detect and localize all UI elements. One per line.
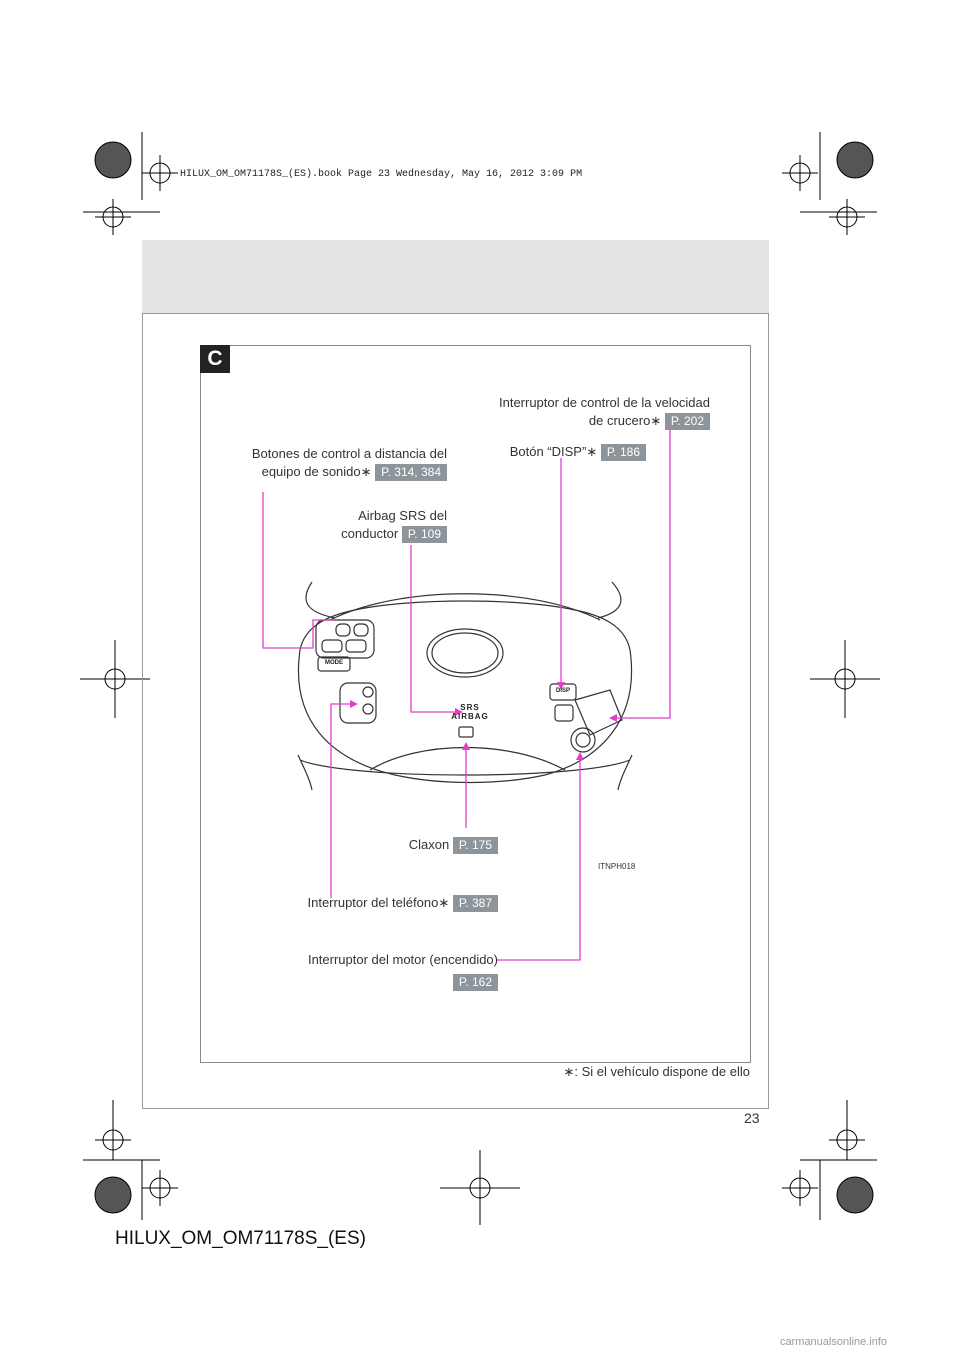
mode-button-label: MODE — [325, 660, 343, 666]
page-ref-airbag: P. 109 — [401, 526, 447, 544]
callout-engine-switch: Interruptor del motor (encendido) P. 162 — [307, 952, 498, 992]
airbag-label: AIRBAG — [451, 712, 489, 721]
page-ref-cruise-control: P. 202 — [664, 413, 710, 431]
page-ref-engine: P. 162 — [452, 974, 498, 992]
page-ref-horn: P. 175 — [452, 837, 498, 855]
page-ref-phone: P. 387 — [452, 895, 498, 913]
footnote: ∗: Si el vehículo dispone de ello — [563, 1064, 750, 1079]
callout-audio-remote: Botones de control a distancia del equip… — [251, 446, 447, 482]
callout-phone-switch: Interruptor del teléfono∗ P. 387 — [240, 894, 498, 913]
srs-label: SRS — [460, 703, 480, 712]
content-box — [200, 345, 751, 1063]
disp-button-label: DISP — [555, 688, 570, 694]
callout-airbag: Airbag SRS del conductor P. 109 — [341, 508, 447, 544]
callout-cruise-control: Interruptor de control de la velocidad d… — [498, 395, 710, 431]
watermark: carmanualsonline.info — [780, 1336, 888, 1348]
page-number: 23 — [744, 1110, 760, 1126]
document-code: HILUX_OM_OM71178S_(ES) — [115, 1228, 366, 1249]
page-ref-audio-remote: P. 314, 384 — [375, 464, 447, 482]
callout-disp-button: Botón “DISP”∗ P. 186 — [470, 443, 646, 462]
page-ref-disp: P. 186 — [600, 444, 646, 462]
callout-horn: Claxon P. 175 — [330, 836, 498, 855]
section-tab: C — [200, 345, 230, 373]
book-header: HILUX_OM_OM71178S_(ES).book Page 23 Wedn… — [180, 169, 583, 180]
image-code: ITNPH018 — [598, 862, 636, 871]
header-band — [142, 240, 769, 314]
